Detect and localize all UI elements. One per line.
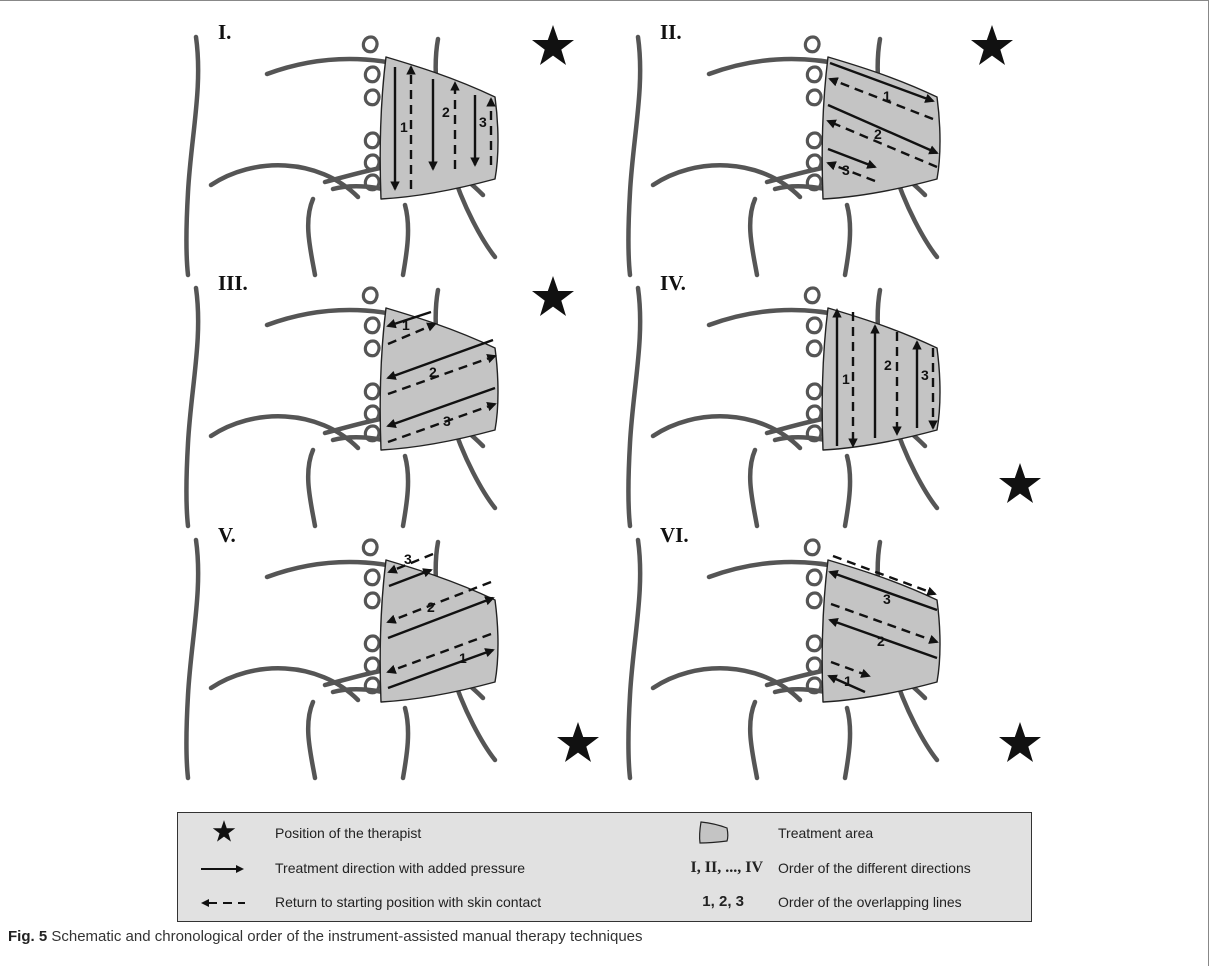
order-number: 2 [874, 126, 882, 142]
panel-label: II. [660, 20, 682, 44]
panel-label: V. [218, 523, 236, 547]
order-number: 3 [443, 413, 451, 429]
panel-label: VI. [660, 523, 689, 547]
legend-dashed-arrow-icon [200, 897, 246, 909]
order-number: 2 [427, 599, 435, 615]
panel-5: V. 3 2 1 [187, 523, 600, 778]
therapist-star-icon [532, 25, 574, 65]
caption-text: Schematic and chronological order of the… [51, 928, 642, 945]
order-number: 3 [404, 551, 412, 567]
figure-caption: Fig. 5 Schematic and chronological order… [8, 928, 643, 945]
legend-solid-arrow-icon [200, 863, 246, 875]
order-number: 1 [402, 317, 410, 333]
order-number: 3 [921, 367, 929, 383]
legend-treatment-area-label: Treatment area [778, 825, 873, 841]
panel-3: III. 1 2 3 [187, 271, 575, 526]
legend: Position of the therapist Treatment dire… [177, 812, 1032, 922]
order-number: 1 [400, 119, 408, 135]
order-number: 1 [844, 673, 852, 689]
therapist-star-icon [557, 722, 599, 762]
order-number: 2 [442, 104, 450, 120]
order-number: 3 [842, 162, 850, 178]
order-number: 3 [479, 114, 487, 130]
panel-label: III. [218, 271, 248, 295]
therapist-star-icon [971, 25, 1013, 65]
order-number: 1 [842, 371, 850, 387]
panel-label: IV. [660, 271, 686, 295]
therapist-star-icon [999, 722, 1041, 762]
legend-return-label: Return to starting position with skin co… [275, 894, 541, 910]
legend-treatment-direction-label: Treatment direction with added pressure [275, 860, 525, 876]
legend-star-icon [211, 819, 237, 845]
panel-1: I. 1 2 3 [187, 20, 575, 275]
order-number: 2 [877, 633, 885, 649]
order-number: 2 [429, 364, 437, 380]
panel-4: IV. 1 2 3 [629, 271, 1042, 526]
legend-order-key: I, II, ..., IV [691, 859, 763, 877]
legend-order-directions-label: Order of the different directions [778, 860, 971, 876]
legend-therapist-label: Position of the therapist [275, 825, 421, 841]
panel-label: I. [218, 20, 231, 44]
therapist-star-icon [999, 463, 1041, 503]
panel-2: II. 1 2 3 [629, 20, 1014, 275]
order-number: 1 [883, 88, 891, 104]
caption-label: Fig. 5 [8, 928, 47, 945]
order-number: 2 [884, 357, 892, 373]
legend-treatment-area-icon [697, 819, 731, 845]
panel-6: VI. 3 2 1 [629, 523, 1042, 778]
legend-order-lines-label: Order of the overlapping lines [778, 894, 962, 910]
order-number: 1 [459, 650, 467, 666]
therapist-star-icon [532, 276, 574, 316]
order-number: 3 [883, 591, 891, 607]
legend-lines-key: 1, 2, 3 [702, 893, 744, 910]
